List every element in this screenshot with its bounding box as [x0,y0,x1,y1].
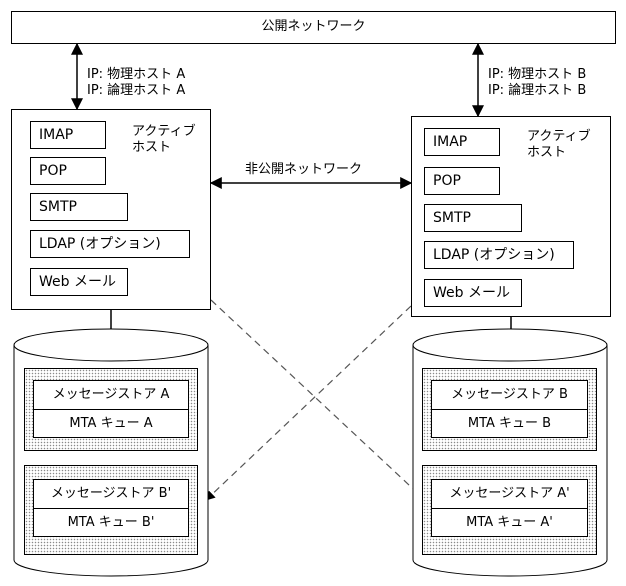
failover-b-to-a-dashed-arrow [205,305,412,501]
message-store-a: メッセージストア A [52,387,170,402]
message-store-b: メッセージストア B [451,387,568,402]
host-a-ip-logical: IP: 論理ホスト A [87,83,186,98]
store-b-primary-inner: メッセージストア B MTA キュー B [431,380,588,438]
host-a-active-label-2: ホスト [132,140,172,155]
host-a-service-imap: IMAP [30,121,106,149]
host-b-service-webmail: Web メール [424,279,522,307]
mta-queue-a: MTA キュー A [34,409,188,437]
host-a-service-ldap: LDAP (オプション) [30,230,190,258]
store-a-replica-inner: メッセージストア A' MTA キュー A' [431,479,588,537]
store-b-replica-inner: メッセージストア B' MTA キュー B' [33,479,189,537]
message-store-b-prime: メッセージストア B' [50,486,172,501]
host-b-active-label-1: アクティブ [527,129,591,144]
public-network-label: 公開ネットワーク [261,19,366,34]
host-b-service-smtp: SMTP [424,204,522,232]
host-b-service-imap: IMAP [424,128,500,156]
failover-a-to-b-dashed-arrow [210,299,425,500]
host-a-ip-physical: IP: 物理ホスト A [87,67,186,82]
public-network-bar: 公開ネットワーク [11,11,616,44]
store-a-replica: メッセージストア A' MTA キュー A' [422,465,597,555]
host-b-ip-physical: IP: 物理ホスト B [488,67,587,82]
store-b-replica: メッセージストア B' MTA キュー B' [24,465,198,555]
mta-queue-b: MTA キュー B [432,409,587,437]
store-a-primary-inner: メッセージストア A MTA キュー A [33,380,189,438]
host-a-service-webmail: Web メール [30,268,128,296]
active-host-a: アクティブ ホスト IMAP POP SMTP LDAP (オプション) Web… [11,109,211,310]
host-b-service-ldap: LDAP (オプション) [424,241,574,269]
mta-queue-a-prime: MTA キュー A' [432,508,587,536]
host-a-active-label-1: アクティブ [132,124,196,139]
message-store-a-prime: メッセージストア A' [449,486,570,501]
mta-queue-b-prime: MTA キュー B' [34,508,188,536]
host-b-service-pop: POP [424,167,500,195]
host-b-active-label-2: ホスト [527,145,567,160]
active-host-b: アクティブ ホスト IMAP POP SMTP LDAP (オプション) Web… [411,116,611,317]
store-b-primary: メッセージストア B MTA キュー B [422,368,597,451]
host-a-service-pop: POP [30,157,106,185]
private-network-label: 非公開ネットワーク [245,162,363,177]
store-a-primary: メッセージストア A MTA キュー A [24,368,198,451]
host-b-ip-logical: IP: 論理ホスト B [488,83,587,98]
host-a-service-smtp: SMTP [30,193,128,221]
